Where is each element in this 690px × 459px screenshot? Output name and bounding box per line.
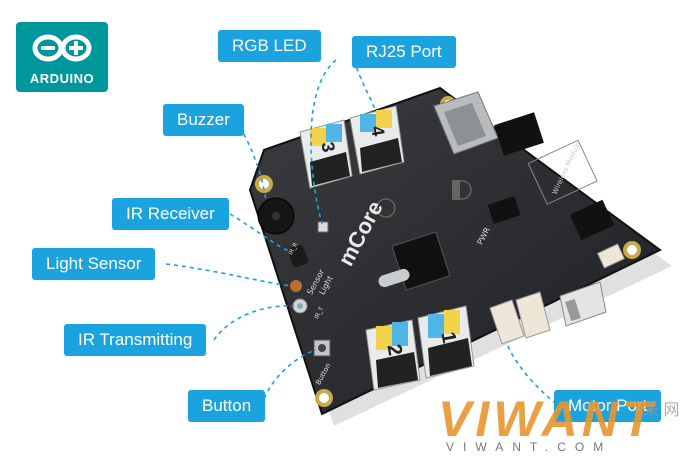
pcb-board	[248, 86, 662, 416]
infinity-logo-icon	[32, 34, 92, 62]
label-buzzer: Buzzer	[163, 104, 244, 136]
label-rgb-led: RGB LED	[218, 30, 321, 62]
label-motor-port-text: Motor Port	[568, 396, 648, 415]
label-light-sensor: Light Sensor	[32, 248, 156, 280]
motor-ports	[489, 291, 551, 345]
leader-ir-transmitting	[213, 305, 295, 341]
leader-ir-receiver	[229, 213, 293, 253]
leader-rgb-led	[310, 59, 337, 225]
buzzer	[257, 197, 295, 235]
ir-receiver	[287, 244, 309, 268]
label-ir-receiver-text: IR Receiver	[126, 204, 215, 223]
rj25-port-1: 1	[417, 305, 475, 379]
watermark: VIWANT VIWANT.COM 未 网	[438, 390, 688, 456]
label-light-sensor-text: Light Sensor	[46, 254, 142, 273]
port-label-1: 1	[436, 330, 460, 345]
label-ir-transmitting: IR Transmitting	[64, 324, 207, 356]
dc-jack	[569, 199, 615, 241]
port-label-4: 4	[367, 124, 388, 137]
rgb-led	[317, 221, 329, 233]
label-motor-port: Motor Port	[554, 390, 662, 422]
battery-connector	[596, 243, 626, 269]
arduino-logo: ARDUINO	[16, 22, 108, 92]
port-label-2: 2	[383, 342, 407, 357]
wireless-module-area	[527, 139, 598, 205]
label-ir-transmitting-text: IR Transmitting	[78, 330, 193, 349]
label-rgb-led-text: RGB LED	[232, 36, 307, 55]
crystal	[378, 268, 410, 288]
onboard-button	[313, 339, 331, 357]
label-rj25-port: RJ25 Port	[352, 36, 456, 68]
capacitor	[376, 198, 396, 218]
ir-transmitter	[292, 298, 308, 314]
driver-chip	[487, 196, 521, 224]
watermark-big: VIWANT	[438, 391, 657, 447]
label-button: Button	[188, 390, 266, 422]
capacitor	[452, 180, 460, 200]
usb-port	[433, 91, 499, 155]
watermark-small: VIWANT.COM	[446, 440, 613, 454]
rj25-port-2: 2	[365, 319, 421, 391]
header-pins	[494, 112, 544, 156]
label-buzzer-text: Buzzer	[177, 110, 230, 129]
label-rj25-port-text: RJ25 Port	[366, 42, 442, 61]
label-button-text: Button	[202, 396, 252, 415]
logo-text: ARDUINO	[29, 71, 95, 86]
rj25-port-3: 3	[299, 119, 353, 189]
rj25-port-4: 4	[349, 105, 405, 175]
light-sensor	[290, 280, 302, 292]
label-ir-receiver: IR Receiver	[112, 198, 229, 230]
port-label-3: 3	[317, 140, 338, 153]
leader-light-sensor	[165, 263, 293, 287]
watermark-cn: 未 网	[643, 402, 680, 419]
